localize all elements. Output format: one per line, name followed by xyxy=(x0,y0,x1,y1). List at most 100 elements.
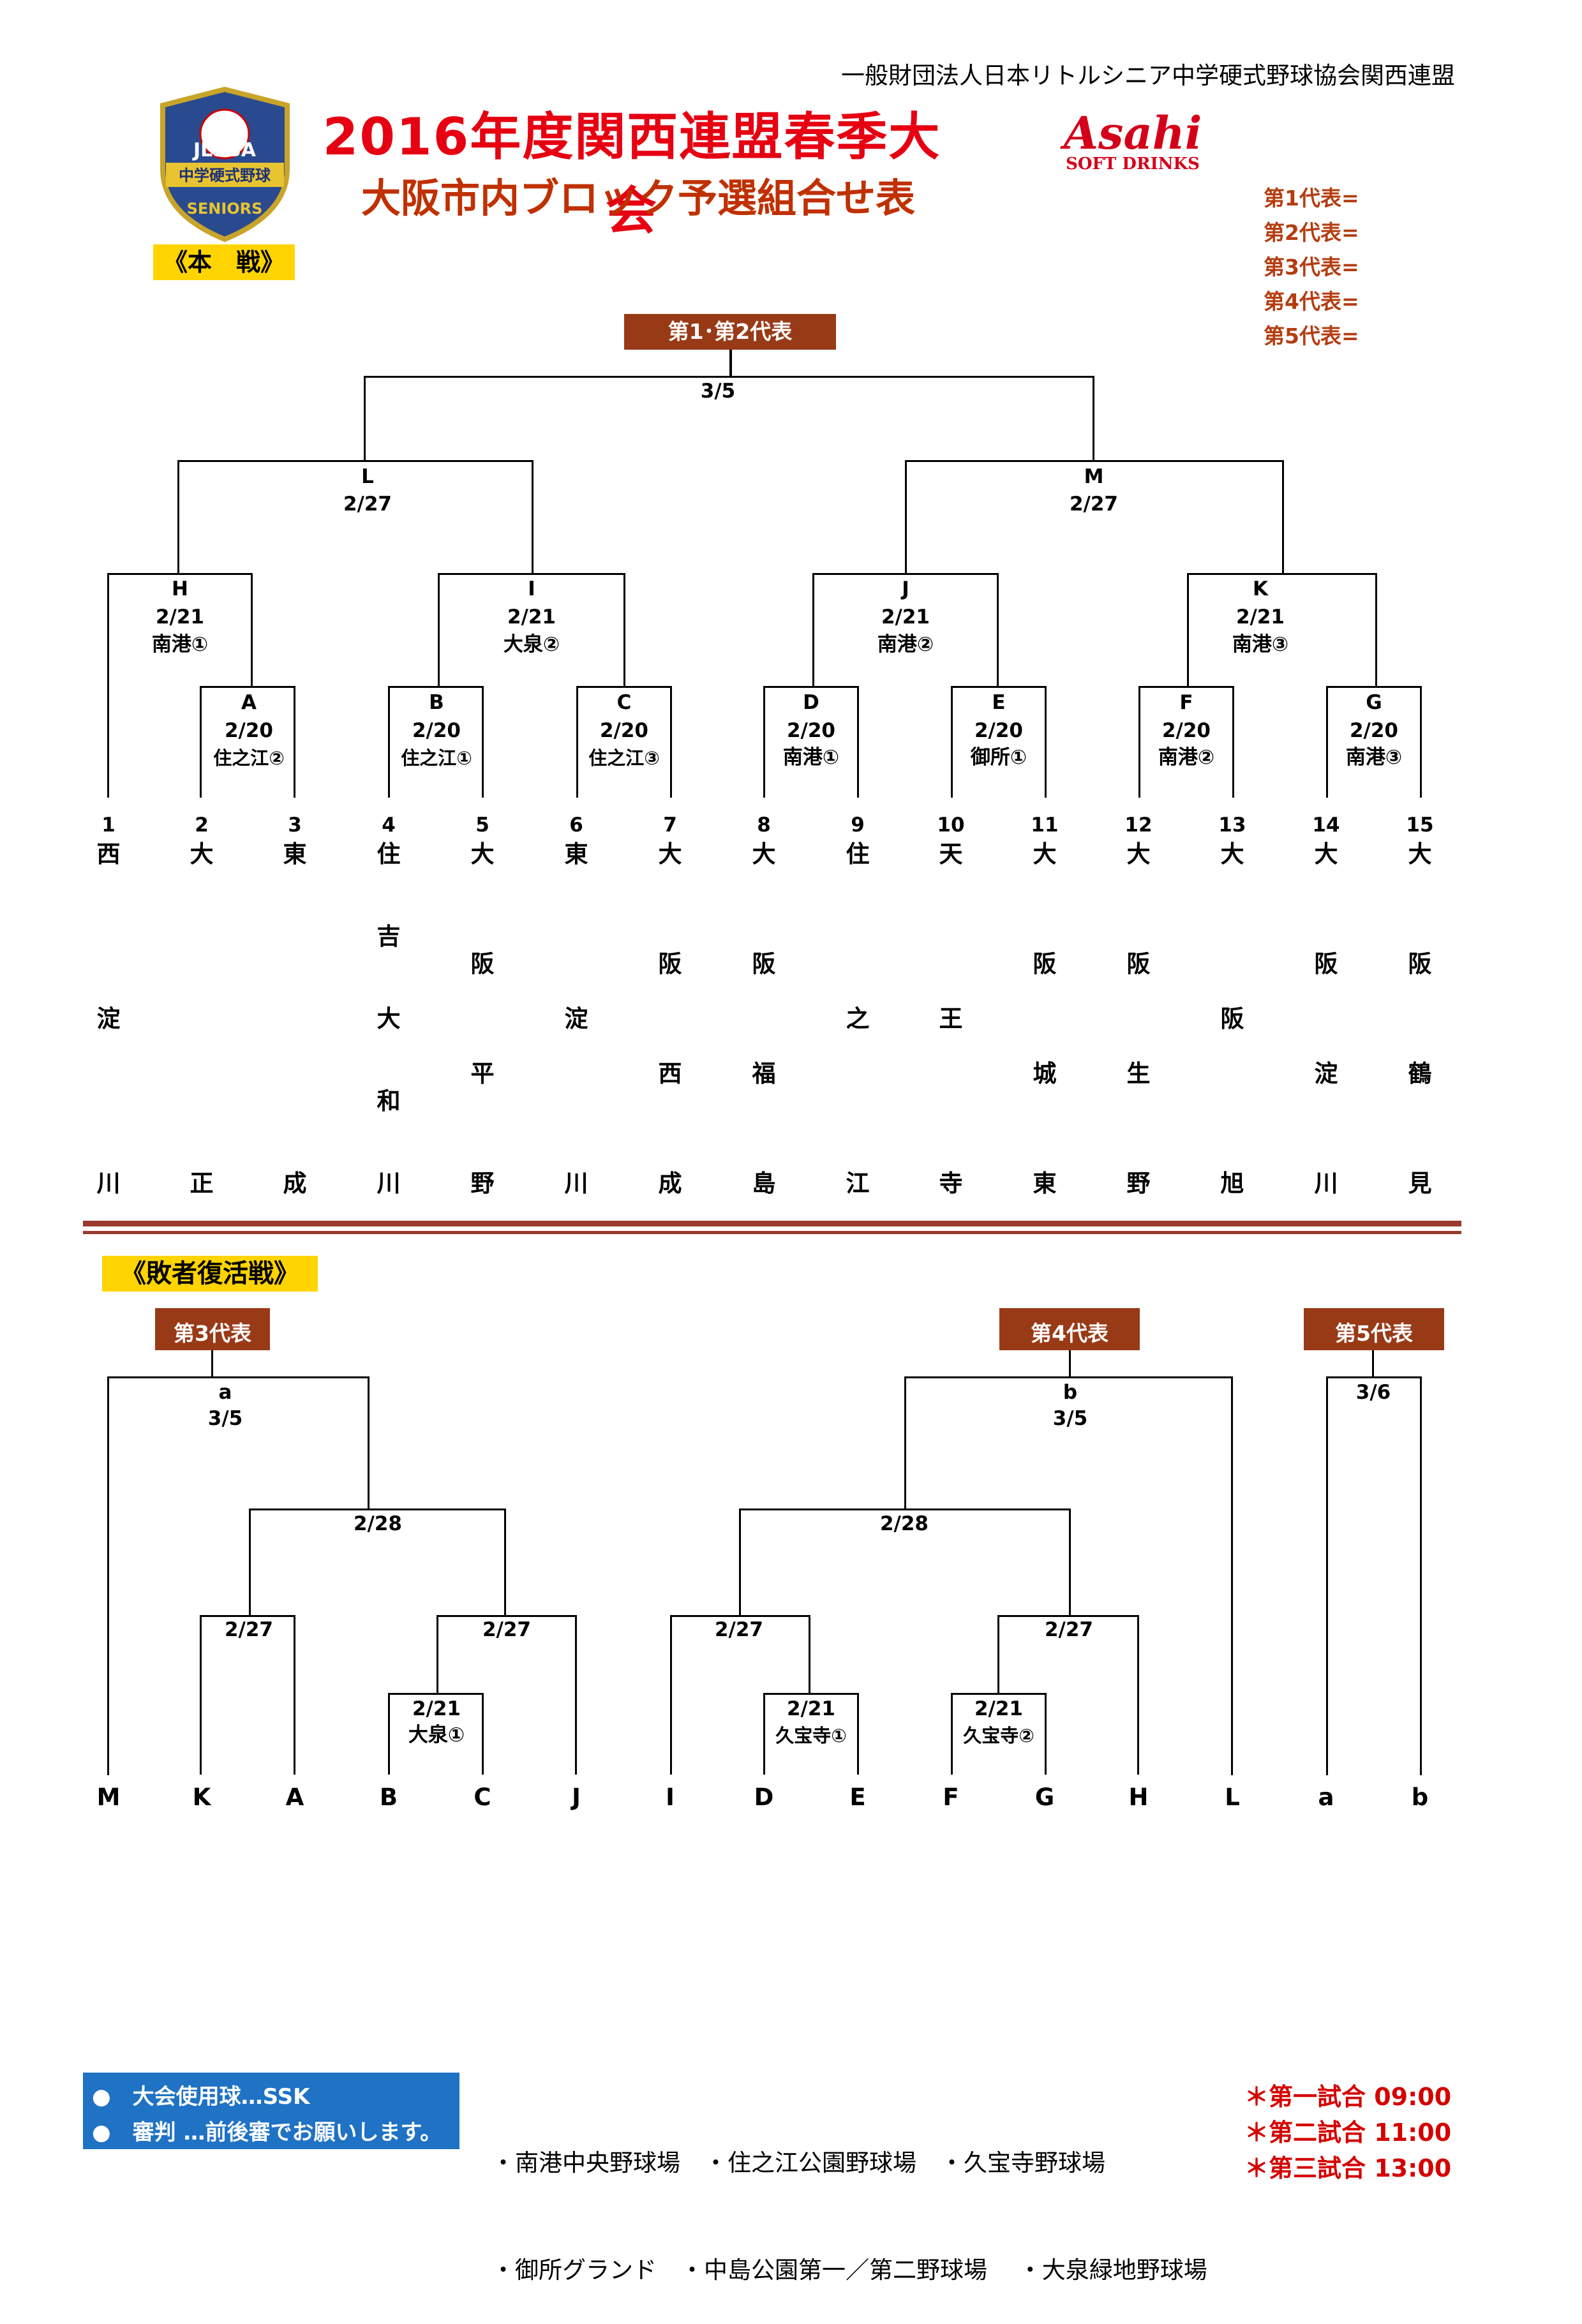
match-times: ＊第一試合 09:00 ＊第二試合 11:00 ＊第三試合 13:00 xyxy=(1244,2079,1451,2186)
left-r1a-date: 2/27 xyxy=(224,1618,274,1641)
slot-label: b xyxy=(1411,1784,1429,1811)
fourth-rep-box: 第4代表 xyxy=(999,1308,1140,1350)
team-char: 西 xyxy=(658,1060,682,1087)
first-d-date: 2/20 xyxy=(786,719,836,742)
info-box: ● 大会使用球…SSK ● 審判 …前後審でお願いします。 xyxy=(83,2073,459,2149)
team-char: 阪 xyxy=(1220,1005,1244,1032)
first-c-date: 2/20 xyxy=(599,719,649,742)
representatives-list: 第1代表= 第2代表= 第3代表= 第4代表= 第5代表= xyxy=(1264,181,1359,354)
team-number: 15 xyxy=(1406,814,1434,837)
section-divider-thin xyxy=(83,1231,1461,1234)
team-char: 阪 xyxy=(1408,950,1432,978)
quarter-j-date: 2/21 xyxy=(881,606,930,629)
team-char: 川 xyxy=(96,1170,121,1197)
slot-label: L xyxy=(1225,1784,1240,1811)
team-char: 鶴 xyxy=(1408,1060,1432,1087)
team-char: 阪 xyxy=(470,950,495,978)
first-b-id: B xyxy=(429,691,444,714)
first-f-venue: 南港② xyxy=(1158,746,1215,769)
team-char: 福 xyxy=(752,1060,776,1087)
slot-label: F xyxy=(943,1784,959,1811)
team-char: 淀 xyxy=(564,1005,588,1032)
first-e-venue: 御所① xyxy=(970,746,1027,769)
team-char: 川 xyxy=(377,1170,401,1197)
team-char: 之 xyxy=(846,1005,870,1032)
team-char: 淀 xyxy=(1314,1060,1338,1087)
slot-label: I xyxy=(666,1784,675,1811)
team-number: 11 xyxy=(1031,814,1059,837)
team-char: 平 xyxy=(470,1060,495,1087)
losers-a-date: 3/5 xyxy=(207,1407,243,1430)
slot-label: K xyxy=(192,1784,211,1811)
team-number: 8 xyxy=(757,814,771,837)
losers-c-date: 3/6 xyxy=(1355,1381,1391,1404)
venue-line: ・御所グランド ・中島公園第一／第二野球場 ・大泉緑地野球場 xyxy=(491,2256,1207,2284)
semi-m-date: 2/27 xyxy=(1069,493,1119,516)
match-time: ＊第一試合 09:00 xyxy=(1244,2083,1452,2111)
team-char: 阪 xyxy=(1033,950,1057,978)
quarter-j-id: J xyxy=(902,577,909,600)
semi-l-date: 2/27 xyxy=(343,493,392,516)
organization-name: 一般財団法人日本リトルシニア中学硬式野球協会関西連盟 xyxy=(841,62,1455,89)
team-number: 6 xyxy=(569,814,583,837)
semi-l-id: L xyxy=(361,465,374,488)
team-char: 和 xyxy=(377,1087,401,1115)
team-char: 東 xyxy=(283,840,307,868)
losers-section-label: 《敗者復活戦》 xyxy=(102,1256,318,1292)
quarter-i-id: I xyxy=(528,577,535,600)
venue-list: ・南港中央野球場 ・住之江公園野球場 ・久宝寺野球場 ・御所グランド ・中島公園… xyxy=(491,2074,1207,2324)
team-char: 阪 xyxy=(658,950,682,978)
right-r0b-date: 2/21 xyxy=(974,1697,1024,1720)
slot-label: a xyxy=(1318,1784,1334,1811)
team-char: 旭 xyxy=(1220,1170,1244,1197)
team-number: 10 xyxy=(937,814,965,837)
team-number: 9 xyxy=(851,814,865,837)
team-char: 島 xyxy=(752,1170,776,1197)
league-logo: JLSBA 中学硬式野球 SENIORS xyxy=(160,86,290,242)
team-number: 3 xyxy=(288,814,302,837)
losers-b-date: 3/5 xyxy=(1052,1407,1088,1430)
first-g-id: G xyxy=(1366,691,1382,714)
team-char: 野 xyxy=(470,1170,495,1197)
sponsor-sub-text: SOFT DRINKS xyxy=(1066,154,1200,174)
right-r2-date: 2/28 xyxy=(879,1512,929,1535)
quarter-h-venue: 南港① xyxy=(151,633,209,656)
losers-a-id: a xyxy=(218,1381,232,1404)
team-char: 住 xyxy=(846,840,870,868)
first-a-id: A xyxy=(241,691,257,714)
team-char: 成 xyxy=(658,1170,682,1197)
match-time: ＊第三試合 13:00 xyxy=(1244,2154,1452,2182)
team-char: 阪 xyxy=(1126,950,1151,978)
team-number: 4 xyxy=(382,814,396,837)
team-number: 1 xyxy=(101,814,116,837)
quarter-i-venue: 大泉② xyxy=(503,633,560,656)
left-r2-date: 2/28 xyxy=(353,1512,403,1535)
quarter-k-venue: 南港③ xyxy=(1232,633,1289,656)
fifth-rep-box: 第5代表 xyxy=(1304,1308,1444,1350)
team-char: 大 xyxy=(1126,840,1151,868)
team-char: 阪 xyxy=(752,950,776,978)
logo-band-text: 中学硬式野球 xyxy=(179,167,271,184)
rep-4: 第4代表= xyxy=(1264,289,1359,314)
first-f-id: F xyxy=(1179,691,1193,714)
slot-label: B xyxy=(379,1784,398,1811)
team-char: 大 xyxy=(190,840,214,868)
right-r1b-date: 2/27 xyxy=(1044,1618,1094,1641)
team-char: 東 xyxy=(564,840,588,868)
bracket-subtitle: 大阪市内ブロック予選組合せ表 xyxy=(361,175,915,221)
first-c-venue: 住之江③ xyxy=(588,747,660,769)
rep-1: 第1代表= xyxy=(1264,186,1359,211)
team-number: 14 xyxy=(1312,814,1340,837)
team-char: 東 xyxy=(1033,1170,1057,1197)
team-char: 城 xyxy=(1033,1060,1057,1087)
quarter-h-id: H xyxy=(172,577,188,600)
rep-3: 第3代表= xyxy=(1264,255,1359,279)
first-a-date: 2/20 xyxy=(224,719,274,742)
team-char: 天 xyxy=(939,840,963,868)
team-char: 住 xyxy=(377,840,401,868)
match-time: ＊第二試合 11:00 xyxy=(1244,2119,1452,2147)
rep-5: 第5代表= xyxy=(1264,324,1359,348)
team-char: 大 xyxy=(658,840,682,868)
first-g-date: 2/20 xyxy=(1349,719,1399,742)
main-section-label: 《本 戦》 xyxy=(153,244,295,280)
